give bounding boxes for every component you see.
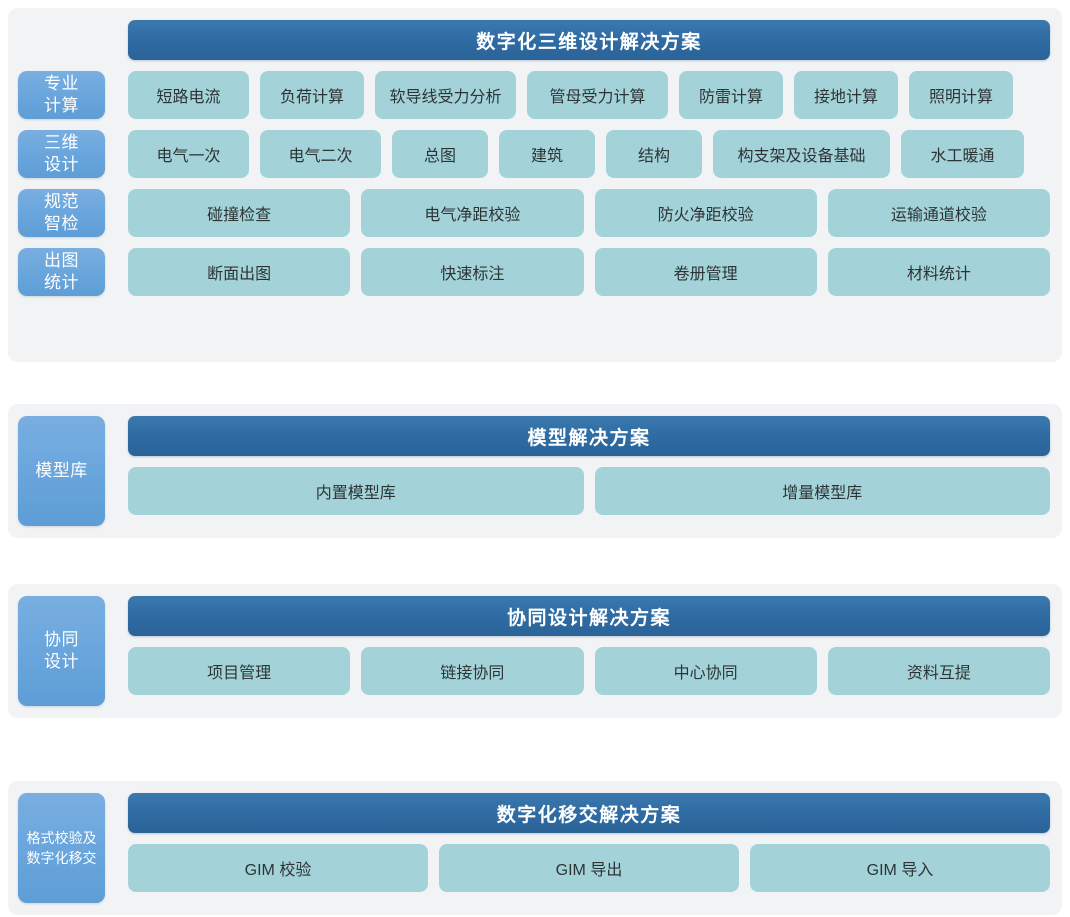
section-3-row: 项目管理 链接协同 中心协同 资料互提: [128, 647, 1050, 695]
side-label-format-check-and-digital-handover: 格式校验及 数字化移交: [18, 793, 105, 903]
tile-gim-export[interactable]: GIM 导出: [439, 844, 739, 892]
tile-gim-import[interactable]: GIM 导入: [750, 844, 1050, 892]
tile-lighting-calculation[interactable]: 照明计算: [909, 71, 1013, 119]
tile-section-drawing-output[interactable]: 断面出图: [128, 248, 351, 296]
side-label-collaborative-design: 协同 设计: [18, 596, 105, 706]
side-label-model-library: 模型库: [18, 416, 105, 526]
section-2-header: 模型解决方案: [128, 416, 1050, 456]
tile-electrical-clearance-check[interactable]: 电气净距校验: [361, 189, 584, 237]
tile-grounding-calculation[interactable]: 接地计算: [794, 71, 898, 119]
tile-support-frame-and-equipment-foundation[interactable]: 构支架及设备基础: [713, 130, 890, 178]
tile-clash-detection[interactable]: 碰撞检查: [128, 189, 351, 237]
tile-general-layout[interactable]: 总图: [392, 130, 488, 178]
tile-electrical-secondary[interactable]: 电气二次: [260, 130, 381, 178]
tile-tubular-busbar-stress-calculation[interactable]: 管母受力计算: [527, 71, 668, 119]
tile-fire-clearance-check[interactable]: 防火净距校验: [594, 189, 817, 237]
tile-material-statistics[interactable]: 材料统计: [827, 248, 1050, 296]
section-collaborative-design: 协同 设计 协同设计解决方案 项目管理 链接协同 中心协同 资料互提: [8, 584, 1062, 718]
tile-structure[interactable]: 结构: [606, 130, 702, 178]
section-model-solution: 模型库 模型解决方案 内置模型库 增量模型库: [8, 404, 1062, 538]
section-4-row: GIM 校验 GIM 导出 GIM 导入: [128, 844, 1050, 892]
tile-gim-validation[interactable]: GIM 校验: [128, 844, 428, 892]
section-1-row-1: 专业 计算 短路电流 负荷计算 软导线受力分析 管母受力计算 防雷计算 接地计算…: [18, 71, 1050, 119]
tile-central-collaboration[interactable]: 中心协同: [594, 647, 817, 695]
tile-hydraulic-and-hvac[interactable]: 水工暖通: [901, 130, 1024, 178]
section-1-row-3: 规范 智检 碰撞检查 电气净距校验 防火净距校验 运输通道校验: [18, 189, 1050, 237]
tile-data-exchange[interactable]: 资料互提: [827, 647, 1050, 695]
section-1-header: 数字化三维设计解决方案: [128, 20, 1050, 60]
section-2-row: 内置模型库 增量模型库: [128, 467, 1050, 515]
tile-electrical-primary[interactable]: 电气一次: [128, 130, 249, 178]
side-label-drawing-statistics: 出图 统计: [18, 248, 105, 296]
section-3-header: 协同设计解决方案: [128, 596, 1050, 636]
tile-architecture[interactable]: 建筑: [499, 130, 595, 178]
tile-quick-annotation[interactable]: 快速标注: [361, 248, 584, 296]
section-digital-3d-design: 数字化三维设计解决方案 专业 计算 短路电流 负荷计算 软导线受力分析 管母受力…: [8, 8, 1062, 362]
tile-transport-corridor-check[interactable]: 运输通道校验: [827, 189, 1050, 237]
side-label-3d-design: 三维 设计: [18, 130, 105, 178]
section-1-row-4: 出图 统计 断面出图 快速标注 卷册管理 材料统计: [18, 248, 1050, 296]
section-1-row-2: 三维 设计 电气一次 电气二次 总图 建筑 结构 构支架及设备基础 水工暖通: [18, 130, 1050, 178]
tile-flexible-conductor-stress-analysis[interactable]: 软导线受力分析: [375, 71, 516, 119]
section-digital-handover: 格式校验及 数字化移交 数字化移交解决方案 GIM 校验 GIM 导出 GIM …: [8, 781, 1062, 915]
side-label-professional-calculation: 专业 计算: [18, 71, 105, 119]
tile-link-collaboration[interactable]: 链接协同: [361, 647, 584, 695]
tile-builtin-model-library[interactable]: 内置模型库: [128, 467, 584, 515]
section-4-header: 数字化移交解决方案: [128, 793, 1050, 833]
tile-short-circuit-current[interactable]: 短路电流: [128, 71, 249, 119]
side-label-standard-smart-check: 规范 智检: [18, 189, 105, 237]
tile-project-management[interactable]: 项目管理: [128, 647, 351, 695]
tile-incremental-model-library[interactable]: 增量模型库: [594, 467, 1050, 515]
tile-volume-management[interactable]: 卷册管理: [594, 248, 817, 296]
tile-load-calculation[interactable]: 负荷计算: [260, 71, 364, 119]
tile-lightning-protection-calculation[interactable]: 防雷计算: [679, 71, 783, 119]
